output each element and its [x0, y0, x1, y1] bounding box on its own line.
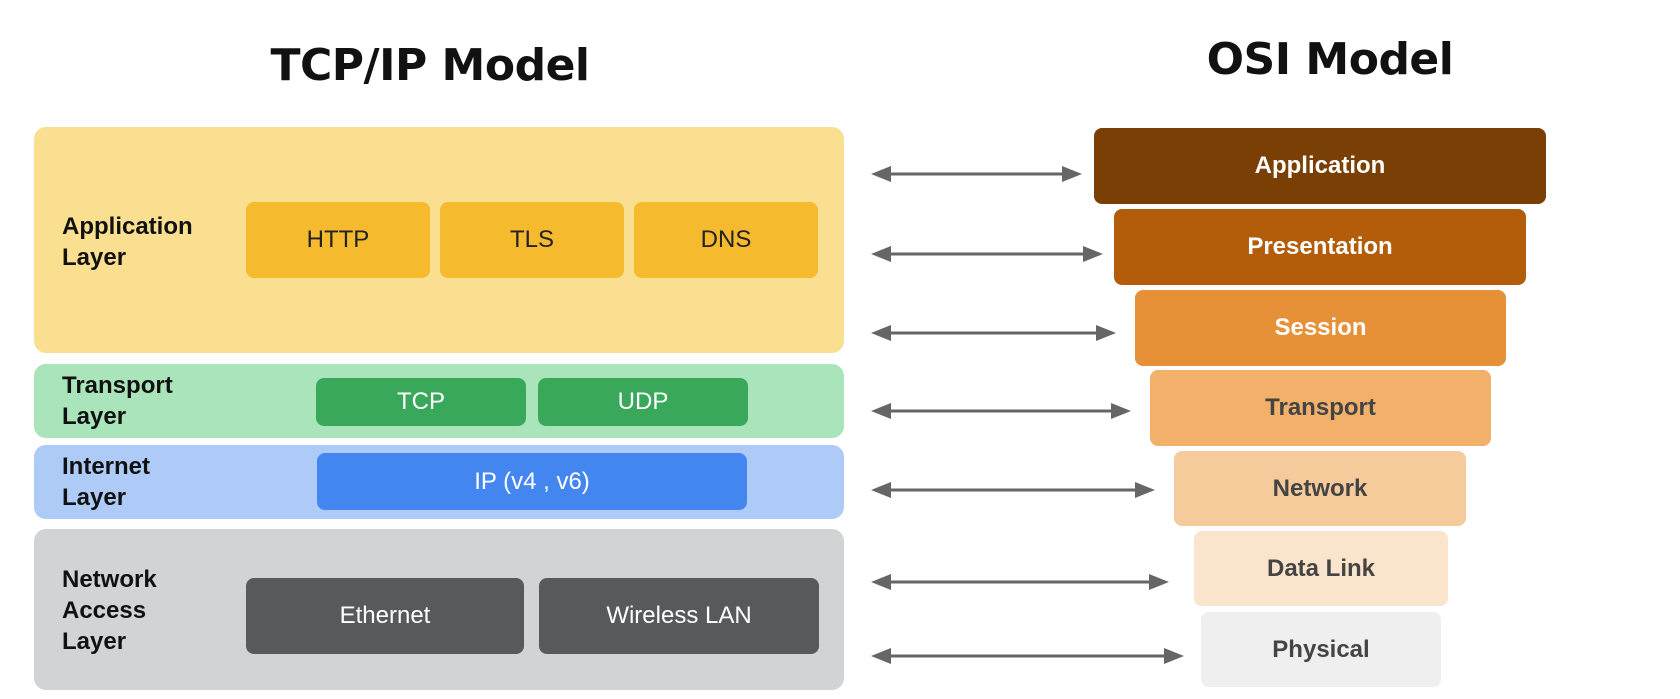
- wireless-lan-protocol-box: Wireless LAN: [539, 578, 819, 654]
- dns-protocol-box: DNS: [634, 202, 818, 278]
- tcpip-network-access-layer: Network Access Layer Ethernet Wireless L…: [34, 529, 844, 690]
- tls-protocol-box: TLS: [440, 202, 624, 278]
- arrow-data-link: [871, 574, 1169, 590]
- arrow-session: [871, 325, 1116, 341]
- osi-presentation-layer: Presentation: [1114, 209, 1526, 285]
- osi-model-title: OSI Model: [1206, 34, 1454, 85]
- osi-transport-layer: Transport: [1150, 370, 1491, 446]
- osi-data-link-layer: Data Link: [1194, 531, 1448, 606]
- arrow-application: [871, 166, 1082, 182]
- arrow-physical: [871, 648, 1184, 664]
- tcpip-internet-layer: Internet Layer IP (v4 , v6): [34, 445, 844, 519]
- ethernet-protocol-box: Ethernet: [246, 578, 524, 654]
- internet-layer-label: Internet Layer: [62, 453, 151, 511]
- arrow-presentation: [871, 246, 1103, 262]
- tcp-protocol-box: TCP: [316, 378, 526, 426]
- network-access-layer-label: Network Access Layer: [62, 566, 157, 655]
- http-protocol-box: HTTP: [246, 202, 430, 278]
- tcpip-transport-layer: Transport Layer TCP UDP: [34, 364, 844, 438]
- application-layer-label: Application Layer: [62, 213, 193, 271]
- osi-physical-layer: Physical: [1201, 612, 1441, 687]
- udp-protocol-box: UDP: [538, 378, 748, 426]
- ip-protocol-box: IP (v4 , v6): [317, 453, 747, 510]
- arrow-transport: [871, 403, 1131, 419]
- osi-network-layer: Network: [1174, 451, 1466, 526]
- osi-application-layer: Application: [1094, 128, 1546, 204]
- tcpip-model-title: TCP/IP Model: [270, 40, 591, 91]
- osi-session-layer: Session: [1135, 290, 1506, 366]
- tcpip-application-layer: Application Layer HTTP TLS DNS: [34, 127, 844, 353]
- transport-layer-label: Transport Layer: [62, 372, 173, 430]
- arrow-network: [871, 482, 1155, 498]
